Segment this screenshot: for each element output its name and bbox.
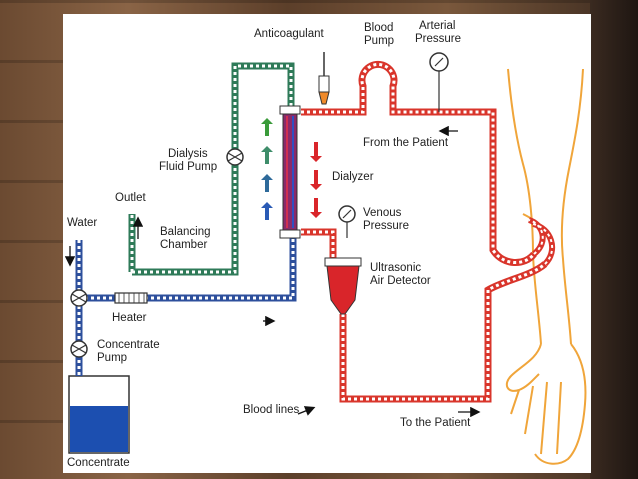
- air-detector-label-1: Ultrasonic: [370, 262, 422, 274]
- heater-label: Heater: [112, 312, 147, 324]
- dialysis-diagram: [64, 46, 587, 465]
- concentrate-pump-label-2: Pump: [97, 352, 128, 364]
- outlet-label: Outlet: [115, 192, 146, 204]
- water-label: Water: [67, 217, 98, 229]
- direction-arrows: [64, 125, 481, 418]
- to-patient-label: To the Patient: [400, 417, 471, 429]
- anticoagulant-syringe: [318, 52, 330, 105]
- dialysis-pump-label-1: Dialysis: [168, 148, 208, 160]
- balancing-chamber-label-2: Chamber: [160, 239, 208, 251]
- blood-flow-arrows: [310, 142, 322, 218]
- concentrate-pump-label-1: Concentrate: [97, 339, 160, 351]
- arterial-pressure-gauge: [429, 52, 449, 112]
- venous-pressure-gauge: [338, 205, 356, 238]
- dialysate-line: [128, 62, 295, 276]
- arterial-pressure-label-1: Arterial: [419, 20, 456, 32]
- blood-pump-label-2: Pump: [364, 35, 395, 47]
- dialysate-flow-arrows: [261, 118, 273, 220]
- venous-pressure-label-2: Pressure: [363, 220, 410, 232]
- arterial-pressure-label-2: Pressure: [415, 33, 462, 45]
- dialysis-fluid-pump: [226, 148, 244, 166]
- dark-edge: [590, 0, 638, 479]
- venous-pressure-label-1: Venous: [363, 207, 402, 219]
- balancing-chamber-label-1: Balancing: [160, 226, 211, 238]
- blood-lines: [301, 46, 546, 399]
- dialysis-pump-label-2: Fluid Pump: [159, 161, 218, 173]
- blood-pump-label-1: Blood: [364, 22, 394, 34]
- air-detector-label-2: Air Detector: [370, 275, 431, 287]
- concentrate-label: Concentrate: [67, 457, 130, 469]
- water-pump: [70, 289, 88, 307]
- from-patient-label: From the Patient: [363, 137, 449, 149]
- air-detector: [324, 257, 362, 315]
- diagram-slide: Anticoagulant Blood Pump Arterial Pressu…: [63, 14, 591, 473]
- patient-arm: [505, 68, 587, 465]
- blood-lines-label: Blood lines: [243, 404, 300, 416]
- anticoagulant-label: Anticoagulant: [254, 28, 324, 40]
- dialyzer: [279, 105, 301, 239]
- heater: [114, 292, 148, 304]
- dialyzer-label: Dialyzer: [332, 171, 374, 183]
- concentrate-tank: [68, 375, 130, 454]
- concentrate-pump: [70, 340, 88, 358]
